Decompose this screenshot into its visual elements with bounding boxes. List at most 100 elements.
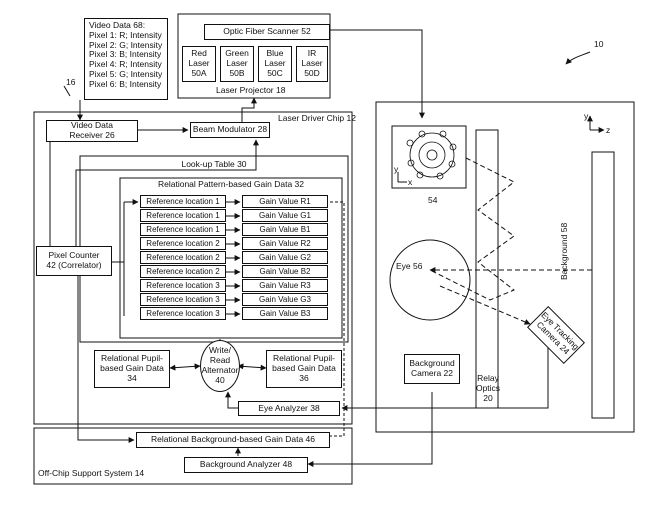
- reference-location-cell: Reference location 1: [140, 223, 226, 236]
- pupil-gain-data-36: Relational Pupil- based Gain Data 36: [266, 350, 342, 388]
- scene-frame: [375, 101, 635, 433]
- alternator-line-4: 40: [215, 374, 225, 385]
- pupil-gain-36-line-1: Relational Pupil-: [273, 353, 335, 364]
- green-laser: Green Laser 50B: [220, 46, 254, 82]
- laser-line: Blue: [266, 48, 284, 59]
- video-data-box: Video Data 68: Pixel 1: R; Intensity Pix…: [84, 18, 168, 100]
- gain-value-cell: Gain Value B1: [242, 223, 328, 236]
- pixel-counter: Pixel Counter 42 (Correlator): [36, 246, 112, 276]
- reference-location-cell: Reference location 1: [140, 209, 226, 222]
- pixel-line: Pixel 2: G; Intensity: [89, 39, 163, 50]
- pixel-line: Pixel 3: B; Intensity: [89, 49, 162, 60]
- relay-optics-label: Relay Optics 20: [474, 373, 502, 403]
- dashed-link: [330, 201, 345, 437]
- laser-line: Laser: [188, 58, 210, 69]
- background-analyzer: Background Analyzer 48: [184, 457, 308, 473]
- local-axis-y-label: y: [394, 164, 399, 174]
- background-camera: Background Camera 22: [404, 354, 460, 384]
- pupil-gain-34-line-2: based Gain Data: [100, 363, 164, 374]
- gain-value-cell: Gain Value B2: [242, 265, 328, 278]
- laser-projector-label: Laser Projector 18: [216, 85, 286, 95]
- alternator-line-1: Write/: [208, 345, 232, 356]
- pupil-gain-34-line-3: 34: [127, 372, 137, 383]
- ref-16-label: 16: [66, 77, 76, 87]
- receiver-line-2: Receiver 26: [69, 130, 115, 140]
- optic-fiber-scanner: Optic Fiber Scanner 52: [204, 24, 330, 40]
- pixel-line: Pixel 4: R; Intensity: [89, 59, 162, 70]
- relay-line-2: Optics: [475, 382, 501, 393]
- laser-driver-chip-label: Laser Driver Chip 12: [278, 113, 356, 123]
- pupil-gain-36-line-3: 36: [299, 372, 309, 383]
- pixel-counter-line-2: 42 (Correlator): [46, 260, 102, 270]
- background-bar: [591, 151, 615, 419]
- bg-cam-line-2: Camera 22: [410, 368, 454, 378]
- gain-value-cell: Gain Value G1: [242, 209, 328, 222]
- off-chip-frame: [33, 427, 353, 485]
- video-data-title: Video Data 68:: [89, 20, 146, 30]
- pixel-line: Pixel 6: B; Intensity: [89, 78, 162, 89]
- scan-pattern: [406, 130, 457, 180]
- relay-line-3: 20: [483, 392, 493, 403]
- eye-label: Eye 56: [396, 261, 423, 271]
- pixel-line: Pixel 1: R; Intensity: [89, 29, 162, 40]
- eye-analyzer: Eye Analyzer 38: [238, 401, 340, 416]
- reference-location-cell: Reference location 3: [140, 307, 226, 320]
- reference-location-cell: Reference location 2: [140, 237, 226, 250]
- blue-laser: Blue Laser 50C: [258, 46, 292, 82]
- write-read-alternator: Write/ Read Alternator 40: [200, 340, 240, 392]
- background-gain-data: Relational Background-based Gain Data 46: [136, 432, 330, 448]
- pupil-gain-34-line-1: Relational Pupil-: [101, 353, 163, 364]
- gain-value-cell: Gain Value G2: [242, 251, 328, 264]
- laser-line: 50B: [229, 67, 245, 78]
- laser-line: Laser: [226, 58, 248, 69]
- scan-window: [391, 125, 467, 189]
- laser-line: Green: [225, 48, 249, 59]
- gain-value-cell: Gain Value R2: [242, 237, 328, 250]
- laser-line: 50C: [267, 67, 283, 78]
- gain-value-cell: Gain Value B3: [242, 307, 328, 320]
- local-axis-x-label: x: [408, 177, 413, 187]
- alternator-line-2: Read: [209, 355, 231, 366]
- pixel-counter-line-1: Pixel Counter: [48, 250, 100, 261]
- gain-value-cell: Gain Value G3: [242, 293, 328, 306]
- bg-cam-line-1: Background: [409, 358, 455, 369]
- ir-laser: IR Laser 50D: [296, 46, 328, 82]
- laser-line: 50D: [304, 67, 320, 78]
- reference-location-cell: Reference location 2: [140, 251, 226, 264]
- axis-y-label: y: [584, 111, 589, 121]
- reference-location-cell: Reference location 1: [140, 195, 226, 208]
- laser-line: Laser: [264, 58, 286, 69]
- row-arrows: [226, 199, 241, 317]
- scan-ref-label: 54: [428, 195, 438, 205]
- lookup-table-label: Look-up Table 30: [181, 159, 247, 169]
- off-chip-label: Off-Chip Support System 14: [38, 468, 145, 478]
- beam-modulator: Beam Modulator 28: [190, 122, 270, 138]
- receiver-line-1: Video Data: [71, 120, 113, 131]
- axis-z-label: z: [606, 125, 611, 135]
- laser-line: Laser: [301, 58, 323, 69]
- pattern-gain-frame: [119, 177, 343, 339]
- relay-optics-bar: [475, 129, 499, 409]
- gain-value-cell: Gain Value R3: [242, 279, 328, 292]
- ref-10-label: 10: [594, 39, 604, 49]
- red-laser: Red Laser 50A: [182, 46, 216, 82]
- pupil-gain-data-34: Relational Pupil- based Gain Data 34: [94, 350, 170, 388]
- background-label: Background 58: [559, 222, 569, 280]
- reference-location-cell: Reference location 3: [140, 293, 226, 306]
- alternator-line-3: Alternator: [201, 365, 239, 375]
- pattern-gain-label: Relational Pattern-based Gain Data 32: [157, 179, 304, 189]
- gain-value-cell: Gain Value R1: [242, 195, 328, 208]
- reference-location-cell: Reference location 2: [140, 265, 226, 278]
- laser-driver-chip-frame: [33, 111, 353, 425]
- laser-line: 50A: [191, 67, 207, 78]
- pupil-gain-36-line-2: based Gain Data: [272, 363, 336, 374]
- reference-location-cell: Reference location 3: [140, 279, 226, 292]
- relay-line-1: Relay: [477, 373, 499, 383]
- laser-line: IR: [307, 48, 317, 59]
- pixel-line: Pixel 5: G; Intensity: [89, 68, 163, 79]
- video-data-receiver: Video Data Receiver 26: [46, 120, 138, 142]
- laser-line: Red: [191, 48, 207, 59]
- light-rays: [429, 157, 592, 325]
